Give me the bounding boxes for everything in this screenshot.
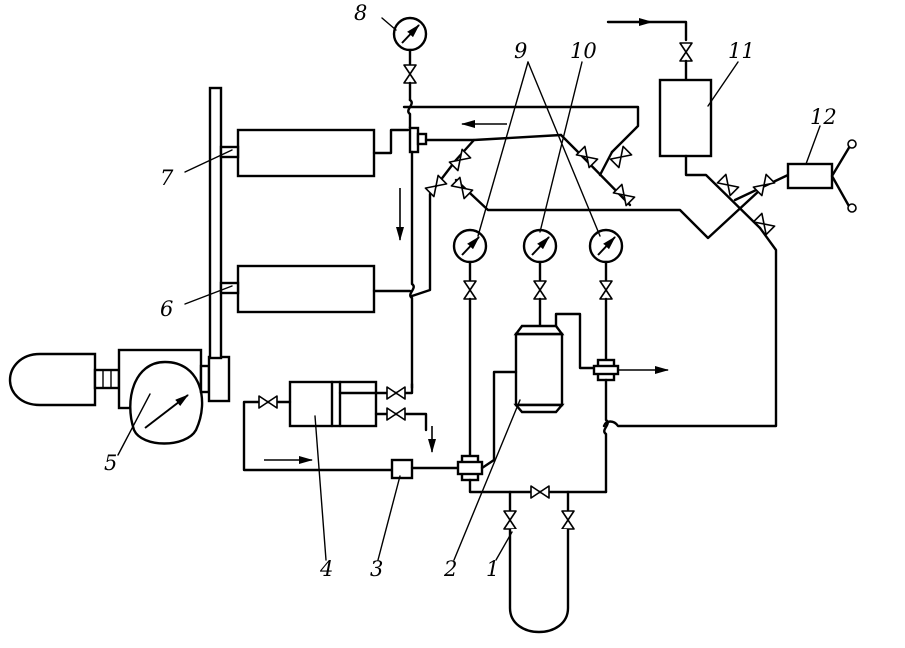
label-7: 7 xyxy=(160,166,174,190)
cylinder-4 xyxy=(288,380,378,428)
label-10: 10 xyxy=(570,39,597,63)
label-1: 1 xyxy=(486,557,499,581)
label-11: 11 xyxy=(728,39,755,63)
pipe-main-vertical xyxy=(409,150,415,390)
cylinder-7 xyxy=(219,128,410,178)
valve-icon[interactable] xyxy=(386,386,406,400)
pipe-diagonal-left xyxy=(410,138,476,298)
valve-icon[interactable] xyxy=(612,183,636,207)
coupling xyxy=(93,368,121,390)
valve-icon[interactable] xyxy=(258,395,278,409)
device-12-handle xyxy=(830,144,852,210)
pipe-bottom xyxy=(468,478,608,494)
valve-icon[interactable] xyxy=(575,145,599,169)
tank-11 xyxy=(658,78,713,158)
pipe-horizontal-middle xyxy=(454,178,762,240)
label-5: 5 xyxy=(104,451,117,475)
vessel-2 xyxy=(492,312,598,462)
cross-fitting-right xyxy=(592,358,669,494)
pipe-return-right xyxy=(602,226,778,428)
gauge-8 xyxy=(394,18,426,102)
tee-fitting-side xyxy=(416,132,428,146)
pipe-main-top xyxy=(407,98,413,130)
device-12 xyxy=(786,162,834,190)
valve-icon[interactable] xyxy=(424,174,448,198)
pipe-inlet-11 xyxy=(606,20,688,42)
pipe-11-down xyxy=(684,154,762,230)
pump-rod xyxy=(208,86,223,360)
valve-icon xyxy=(599,280,613,300)
label-12: 12 xyxy=(810,105,837,129)
pipe-top-right xyxy=(402,105,640,154)
pipe-diagonal-right xyxy=(559,133,632,207)
pipe-tee-right xyxy=(424,133,563,142)
valve-icon[interactable] xyxy=(716,173,740,197)
cylinder-6 xyxy=(219,264,412,314)
valve-icon xyxy=(533,280,547,300)
valve-icon xyxy=(561,510,575,530)
valve-icon[interactable] xyxy=(386,407,406,421)
gauge-9b xyxy=(590,230,622,362)
motor xyxy=(8,352,97,407)
valve-icon[interactable] xyxy=(530,485,550,499)
label-8: 8 xyxy=(354,1,367,25)
label-3: 3 xyxy=(370,557,383,581)
label-6: 6 xyxy=(160,297,173,321)
valve-icon xyxy=(503,510,517,530)
valve-icon[interactable] xyxy=(448,148,472,172)
accumulator-1 xyxy=(503,490,575,634)
valve-icon xyxy=(403,64,417,84)
valve-icon xyxy=(463,280,477,300)
tee-fitting xyxy=(408,126,420,154)
gauge-10 xyxy=(524,230,556,332)
valve-icon[interactable] xyxy=(450,176,474,200)
pipe-link xyxy=(480,458,496,470)
filter-3 xyxy=(390,458,414,480)
label-4: 4 xyxy=(319,557,333,581)
leader-lines xyxy=(117,17,821,561)
pump-5 xyxy=(117,348,231,445)
valve-icon[interactable] xyxy=(679,42,693,62)
gauge-9a xyxy=(454,230,486,462)
cross-fitting-left xyxy=(456,454,484,482)
label-2: 2 xyxy=(443,557,457,581)
label-9: 9 xyxy=(514,39,527,63)
